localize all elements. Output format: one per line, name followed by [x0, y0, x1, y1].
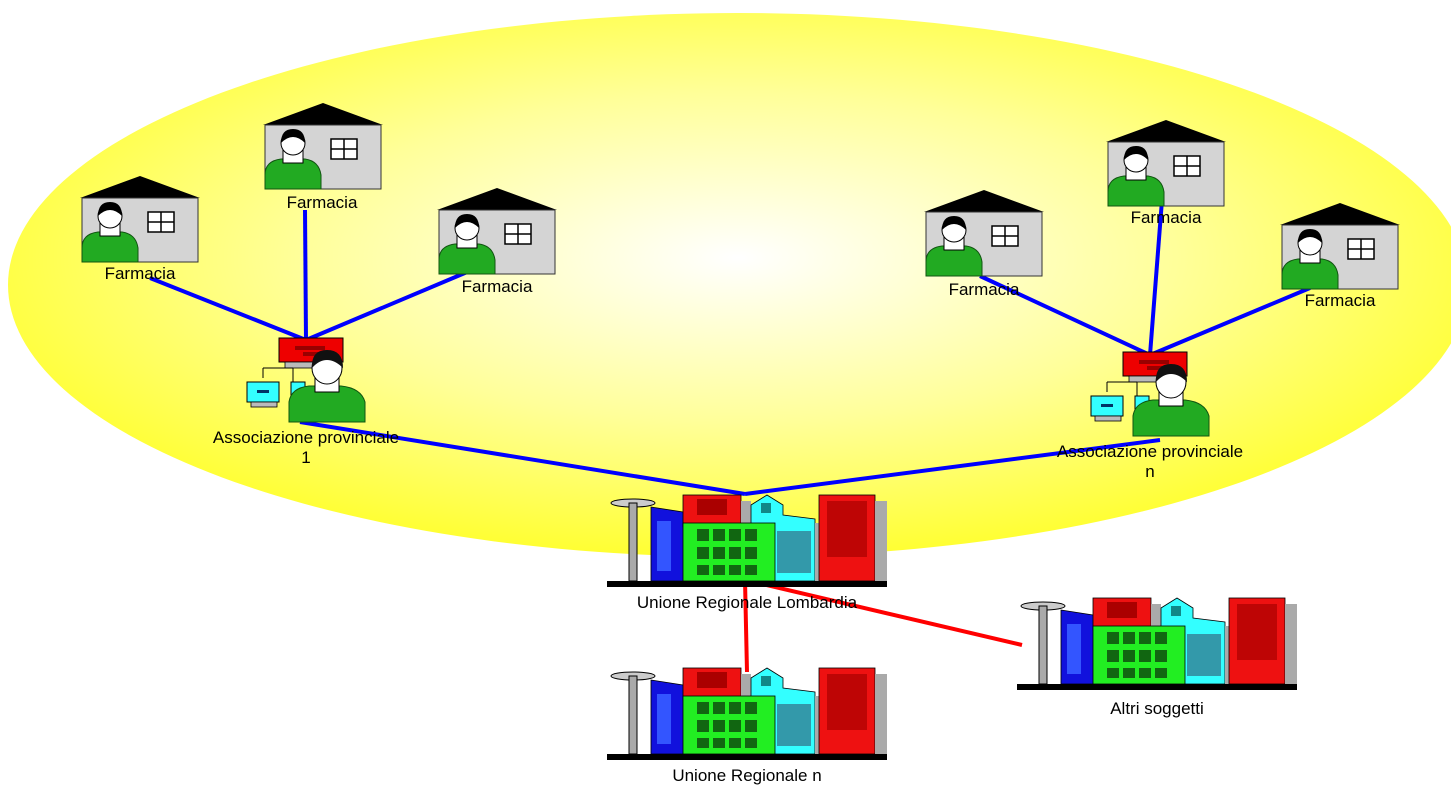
pharmacy-right-1-label: Farmacia: [949, 280, 1020, 299]
regional-n-building-icon: [606, 667, 888, 761]
federation-area: [8, 13, 1451, 557]
regional-n-label: Unione Regionale n: [672, 766, 821, 785]
others-building-icon: [1016, 597, 1298, 691]
pharmacy-left-3-label: Farmacia: [462, 277, 533, 296]
others-label: Altri soggetti: [1110, 699, 1204, 718]
association-right-label-line2: n: [1145, 462, 1154, 481]
hub-label: Unione Regionale Lombardia: [637, 593, 858, 612]
pharmacy-left-1-label: Farmacia: [105, 264, 176, 283]
association-left-label-line1: Associazione provinciale: [213, 428, 399, 447]
pharmacy-right-2-label: Farmacia: [1131, 208, 1202, 227]
association-left-label-line2: 1: [301, 448, 310, 467]
pharmacy-left-2-label: Farmacia: [287, 193, 358, 212]
pharmacy-right-3-label: Farmacia: [1305, 291, 1376, 310]
blue-links: [149, 199, 1311, 496]
red-links: [743, 578, 1023, 673]
association-right-label-line1: Associazione provinciale: [1057, 442, 1243, 461]
